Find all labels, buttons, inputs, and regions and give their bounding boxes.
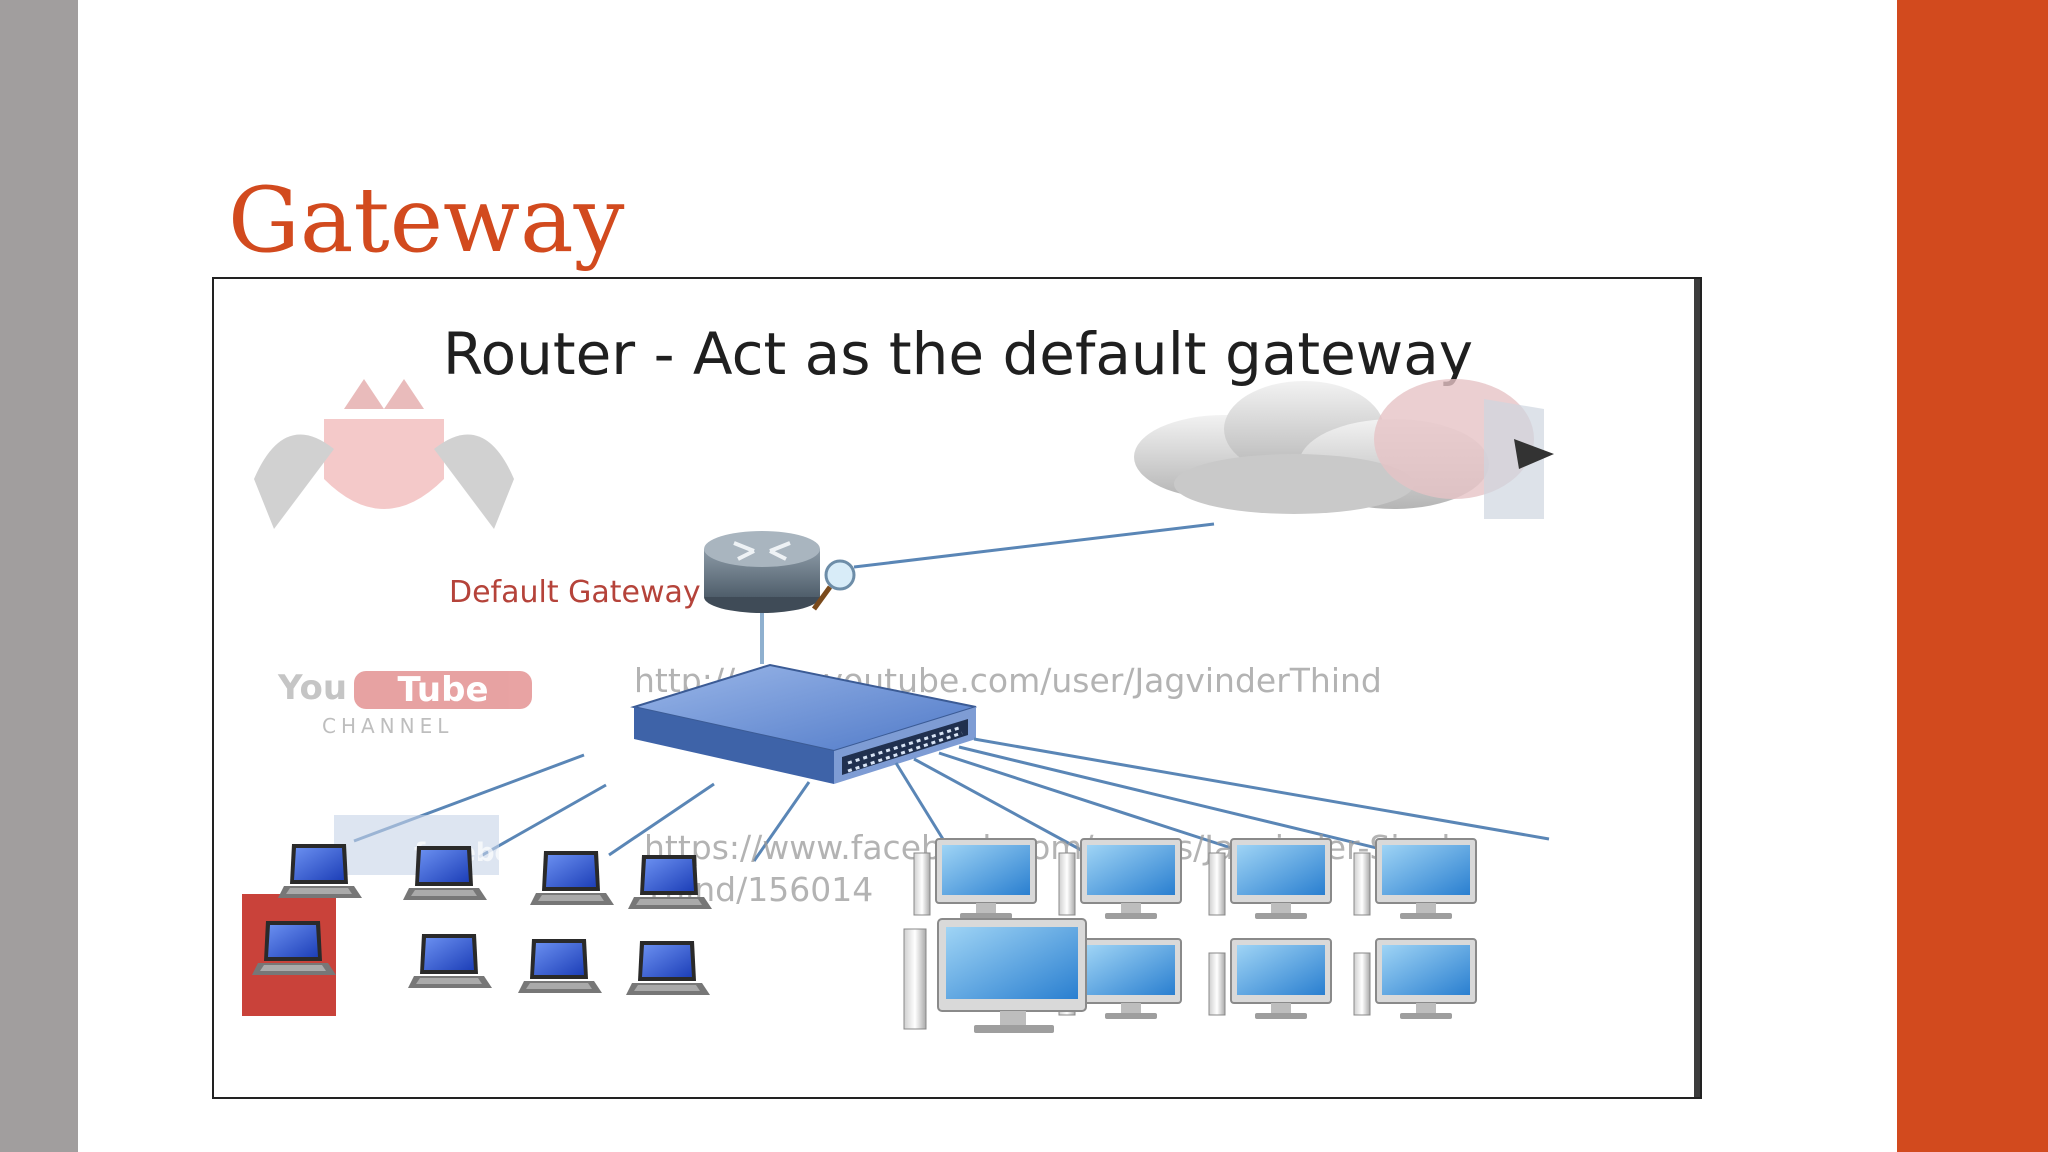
laptop-icon [518, 939, 602, 993]
diagram-image: Router - Act as the default gateway [212, 277, 1702, 1099]
switch-links [353, 737, 1550, 862]
youtube-channel-text: CHANNEL [322, 714, 453, 738]
image-edge [1694, 279, 1700, 1097]
network-switch-icon [630, 663, 977, 784]
laptop-group: facebook [242, 815, 712, 1016]
left-accent-bar [0, 0, 78, 1152]
laptop-icon [626, 941, 710, 995]
laptop-icon [408, 934, 492, 988]
router-icon [704, 531, 820, 613]
youtube-watermark: You Tube CHANNEL [277, 668, 532, 738]
router-internet-link [853, 522, 1215, 569]
crest-watermark [254, 379, 514, 529]
youtube-tube-text: Tube [397, 670, 488, 710]
youtube-you-text: You [277, 668, 347, 708]
desktop-computer-icon [903, 918, 1087, 1033]
desktop-computer-icon [1353, 938, 1477, 1020]
slide-title: Gateway [228, 168, 625, 273]
right-accent-bar [1897, 0, 2048, 1152]
cloud-icon [1134, 379, 1554, 519]
magnifier-icon [811, 559, 856, 611]
network-diagram: Router - Act as the default gateway [242, 279, 1700, 1097]
desktop-computer-icon [1208, 938, 1332, 1020]
diagram-heading: Router - Act as the default gateway [443, 320, 1473, 388]
router-label: Default Gateway [449, 575, 701, 610]
desktop-group [903, 838, 1477, 1033]
